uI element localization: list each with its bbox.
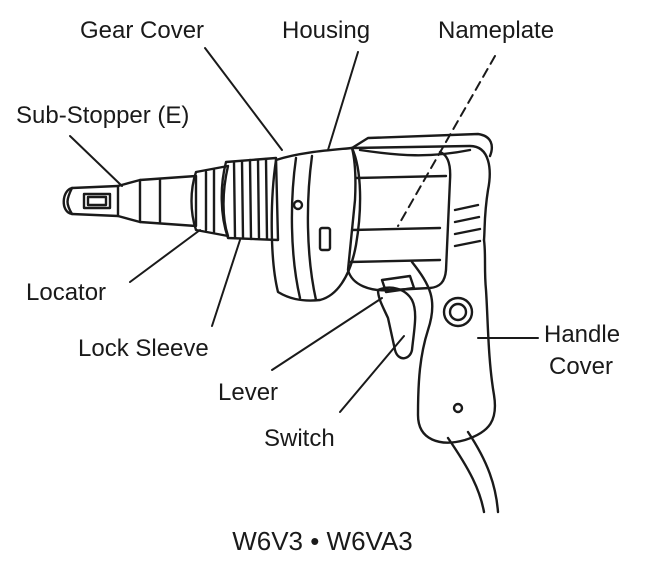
handle-screw: [452, 402, 464, 414]
trigger-lever: [376, 286, 417, 360]
motor-body: [350, 144, 491, 242]
leader-lock-sleeve: [211, 239, 241, 327]
lock-sleeve: [220, 156, 280, 242]
label-handle-line2: Cover: [549, 353, 614, 380]
label-housing: Housing: [282, 17, 371, 44]
sub-stopper-tube: [138, 174, 198, 228]
label-sub-stopper: Sub-Stopper (E): [16, 102, 190, 129]
leader-sub-stopper: [69, 135, 123, 187]
cooling-vents: [453, 203, 482, 248]
nose-window: [82, 192, 112, 210]
label-lock-sleeve: Lock Sleeve: [78, 335, 209, 362]
locator-ring: [190, 164, 230, 238]
leader-housing: [327, 51, 359, 151]
leader-gear-cover: [204, 47, 283, 151]
leader-lever: [271, 297, 383, 371]
top-ridge: [350, 132, 493, 158]
label-switch: Switch: [264, 425, 335, 452]
housing: [270, 146, 362, 302]
label-gear-cover: Gear Cover: [80, 17, 205, 44]
label-lever: Lever: [218, 379, 279, 406]
label-nameplate: Nameplate: [438, 17, 555, 44]
leader-switch: [339, 335, 405, 413]
lever-tab: [380, 274, 416, 294]
power-cord: [446, 436, 486, 514]
reverse-switch: [318, 226, 332, 252]
leader-nameplate: [397, 55, 496, 227]
leader-locator: [129, 229, 201, 283]
label-handle-line1: Handle: [544, 321, 621, 348]
model-caption: W6V3 • W6VA3: [232, 526, 413, 556]
handle-grip: [410, 238, 497, 444]
label-locator: Locator: [26, 279, 107, 306]
switch-button-ring: [442, 296, 474, 328]
